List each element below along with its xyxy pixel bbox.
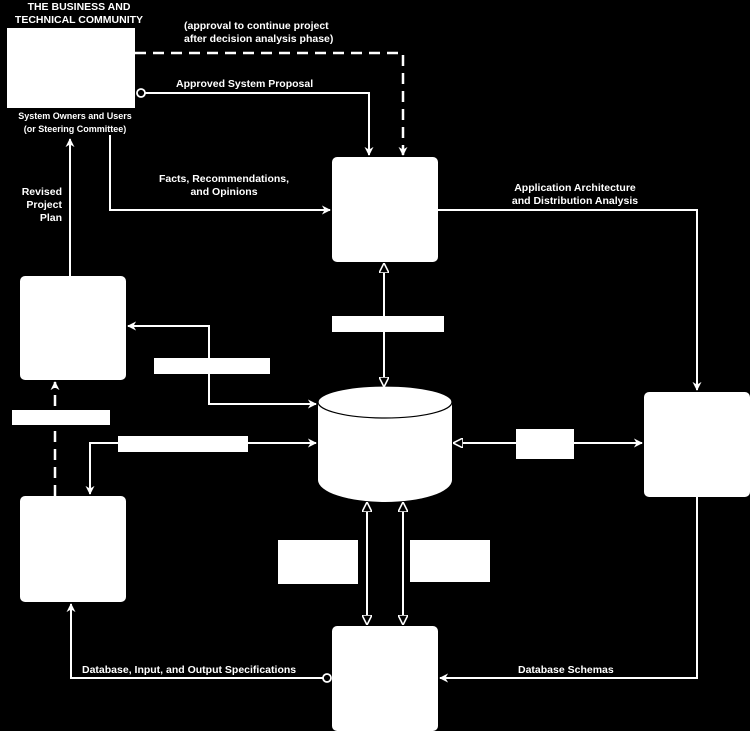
db-specs-flow <box>66 603 323 679</box>
app-architecture-label: Application Architecture and Distributio… <box>496 182 654 208</box>
approved-proposal-flow <box>145 92 374 156</box>
business-community-box <box>7 28 135 108</box>
process-box-top <box>332 157 438 262</box>
facts-flow <box>109 135 331 215</box>
process-box-bottom <box>332 626 438 731</box>
approval-label-line1: (approval to continue project <box>184 20 329 32</box>
process-box-left-lower <box>20 496 126 602</box>
approval-label-line2: after decision analysis phase) <box>184 33 334 45</box>
label-mask-left-dashed <box>12 410 110 425</box>
app-architecture-label-line2: and Distribution Analysis <box>511 195 639 207</box>
db-specs-label: Database, Input, and Output Specificatio… <box>82 664 297 676</box>
revised-plan-label-line3: Plan <box>39 212 62 224</box>
owners-label-line2: (or Steering Committee) <box>23 124 127 134</box>
label-mask-right <box>516 429 574 459</box>
label-mask-top-repository <box>332 316 444 332</box>
label-mask-left-upper <box>154 358 270 374</box>
label-mask-left-lower <box>118 436 248 452</box>
flow-origin-circle-specs <box>322 673 332 683</box>
process-box-right <box>644 392 750 497</box>
repository-cylinder <box>317 385 453 502</box>
label-mask-bottom-right <box>410 540 490 582</box>
facts-label: Facts, Recommendations, and Opinions <box>148 173 300 199</box>
revised-plan-label-line1: Revised <box>21 186 62 198</box>
database-schemas-flow <box>439 497 698 683</box>
community-title: THE BUSINESS AND TECHNICAL COMMUNITY <box>4 1 154 27</box>
approval-dashed-flow <box>135 51 408 156</box>
owners-label-line1: System Owners and Users <box>18 111 132 121</box>
community-title-line1: THE BUSINESS AND <box>27 1 131 13</box>
db-schemas-label: Database Schemas <box>518 664 614 676</box>
community-title-line2: TECHNICAL COMMUNITY <box>14 14 144 26</box>
flow-origin-circle-proposal <box>136 88 146 98</box>
app-architecture-flow <box>438 209 702 391</box>
app-architecture-label-line1: Application Architecture <box>514 182 636 194</box>
revised-plan-label-line2: Project <box>26 199 62 211</box>
facts-label-line2: and Opinions <box>190 186 258 198</box>
process-box-left-upper <box>20 276 126 380</box>
revised-plan-label: Revised Project Plan <box>10 186 62 225</box>
approval-label: (approval to continue project after deci… <box>184 20 333 46</box>
facts-label-line1: Facts, Recommendations, <box>158 173 290 185</box>
label-mask-bottom-left <box>278 540 358 584</box>
approved-proposal-label: Approved System Proposal <box>176 78 314 90</box>
owners-label: System Owners and Users (or Steering Com… <box>0 110 150 136</box>
